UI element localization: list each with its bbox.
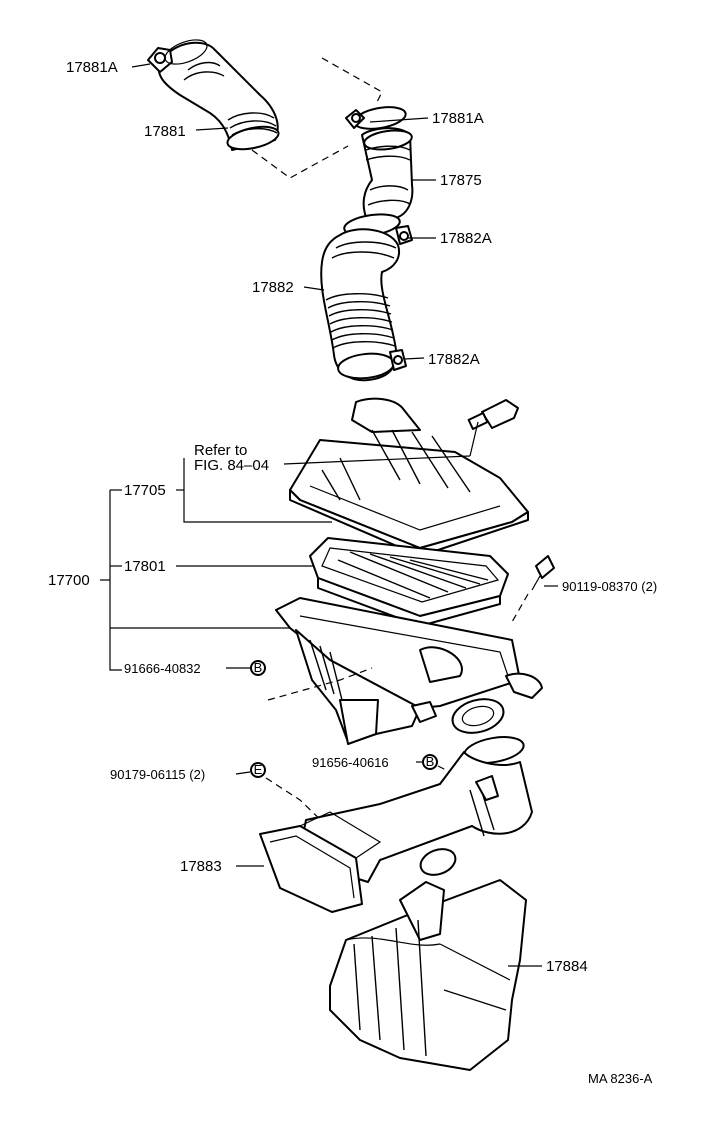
callout-refer-line2: FIG. 84–04 bbox=[194, 457, 269, 474]
clamp-17882A-bottom bbox=[337, 349, 407, 380]
callout-17882A-bottom: 17882A bbox=[428, 351, 480, 368]
callout-17700: 17700 bbox=[48, 572, 90, 589]
marker-e-90179: E bbox=[254, 762, 263, 777]
clip-90119-stem bbox=[531, 575, 541, 591]
marker-b-91666: B bbox=[250, 660, 266, 676]
callout-90179: 90179-06115 (2) bbox=[110, 767, 205, 782]
marker-b-91656-label: B bbox=[426, 754, 435, 769]
hose-17882 bbox=[320, 228, 400, 382]
intake-duct-17883 bbox=[259, 736, 533, 913]
callout-17884: 17884 bbox=[546, 958, 588, 975]
filter-element-17801 bbox=[309, 537, 509, 627]
air-cleaner-cap-17705 bbox=[289, 397, 529, 557]
grommet-90179 bbox=[250, 762, 266, 778]
callout-17801: 17801 bbox=[124, 558, 166, 575]
marker-b-91666-label: B bbox=[254, 660, 263, 675]
callout-17882: 17882 bbox=[252, 279, 294, 296]
dashed-guide-upper bbox=[251, 145, 349, 179]
vacuum-sensor bbox=[467, 399, 519, 430]
dashed-guide-right bbox=[321, 57, 383, 105]
callout-17881: 17881 bbox=[144, 123, 186, 140]
callout-17883: 17883 bbox=[180, 858, 222, 875]
callout-17705: 17705 bbox=[124, 482, 166, 499]
callout-17881A-right: 17881A bbox=[432, 110, 484, 127]
callout-17881A-top: 17881A bbox=[66, 59, 118, 76]
callout-90119: 90119-08370 (2) bbox=[562, 579, 657, 594]
leader-lines bbox=[100, 63, 558, 967]
dashed-guide-90179 bbox=[265, 777, 357, 855]
callout-91656: 91656-40616 bbox=[312, 755, 389, 770]
resonator-17884 bbox=[329, 879, 527, 1071]
hose-17875 bbox=[361, 127, 414, 223]
callout-17882A-top: 17882A bbox=[440, 230, 492, 247]
callout-91666: 91666-40832 bbox=[124, 661, 201, 676]
drawing-code: MA 8236-A bbox=[588, 1071, 653, 1086]
clamp-17881A-top bbox=[147, 39, 208, 73]
clamp-17881A-right bbox=[345, 106, 407, 130]
air-cleaner-case bbox=[275, 597, 543, 745]
marker-b-91656: B bbox=[422, 754, 438, 770]
callout-refer-line1: Refer to bbox=[194, 442, 247, 459]
marker-e-90179-label: E bbox=[254, 762, 263, 777]
callout-17875: 17875 bbox=[440, 172, 482, 189]
hose-17881 bbox=[157, 41, 280, 151]
dashed-guide-90119 bbox=[511, 593, 529, 623]
dashed-guide-91666 bbox=[267, 667, 373, 701]
clip-90119 bbox=[535, 555, 555, 579]
